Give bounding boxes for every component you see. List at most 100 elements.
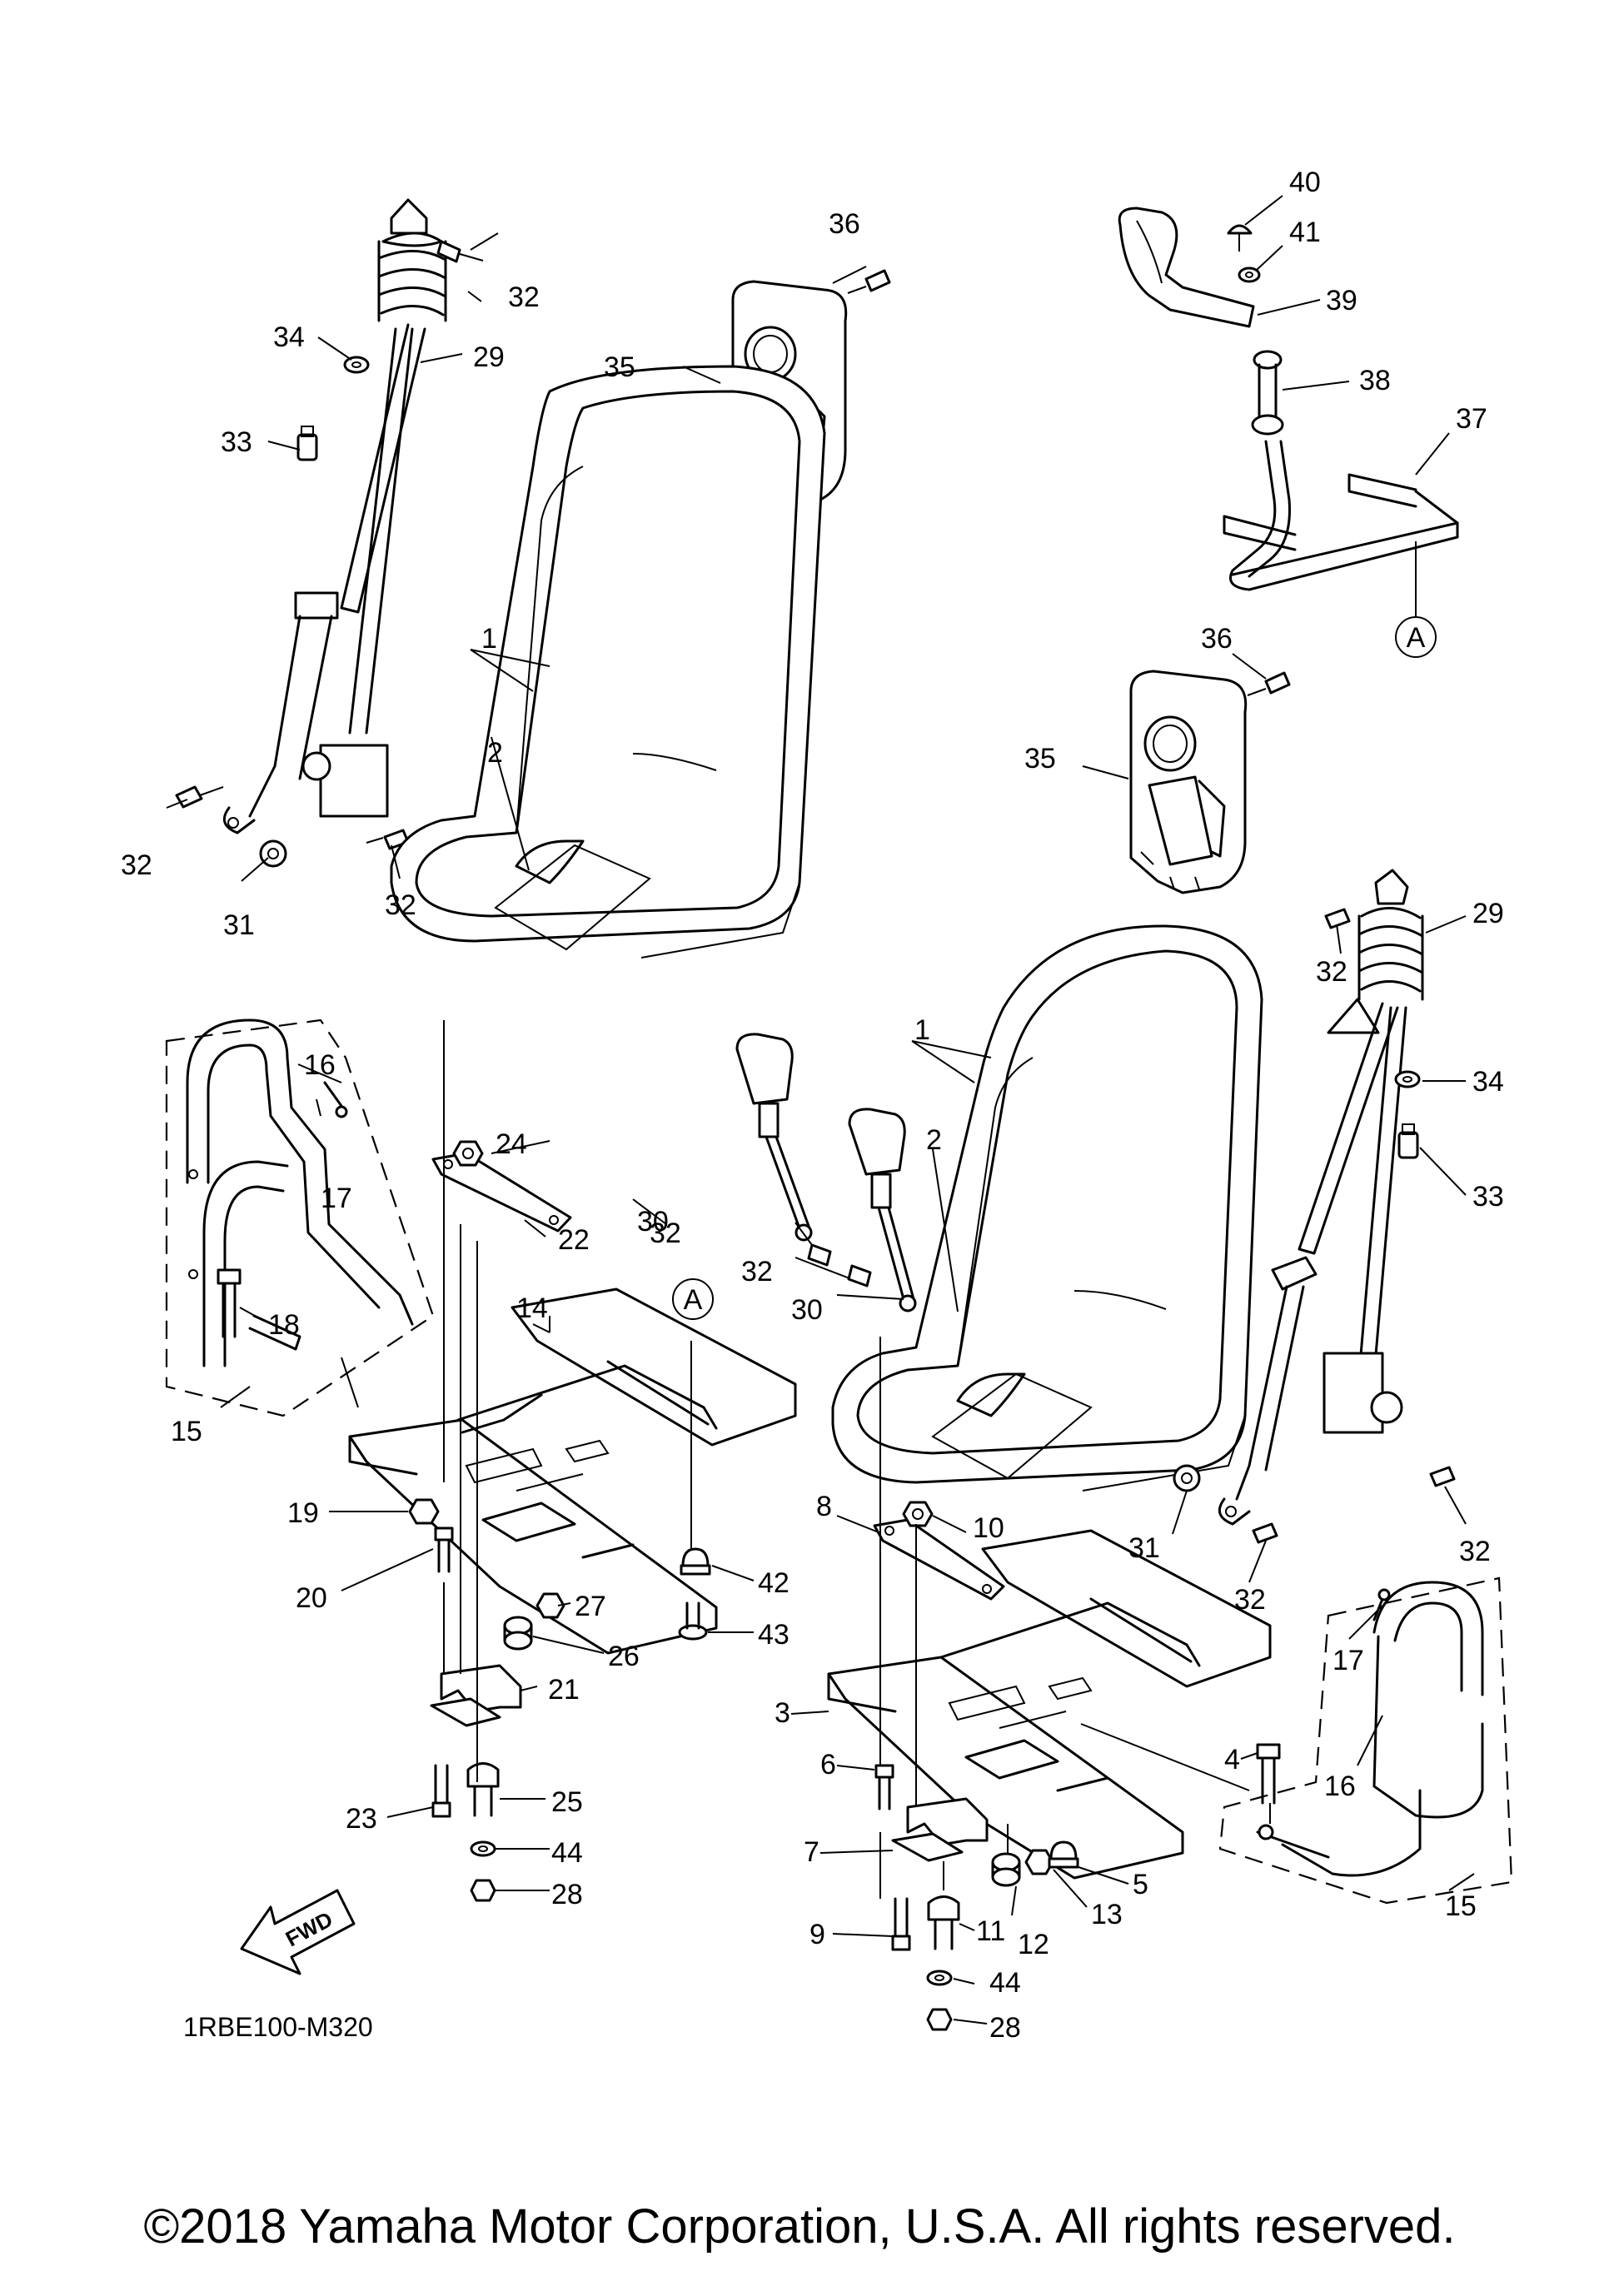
callout: 30 bbox=[637, 1206, 669, 1238]
callout: 28 bbox=[551, 1879, 583, 1910]
callout: 26 bbox=[608, 1641, 640, 1672]
callout: 17 bbox=[1332, 1645, 1364, 1676]
svg-text:A: A bbox=[684, 1284, 703, 1316]
callout: 17 bbox=[321, 1183, 352, 1214]
callout: 32 bbox=[1459, 1536, 1491, 1567]
bolt-23 bbox=[431, 1764, 451, 1818]
callout: 42 bbox=[758, 1567, 790, 1599]
callout: 27 bbox=[575, 1591, 606, 1622]
collar-12 bbox=[991, 1852, 1021, 1887]
callout: 21 bbox=[548, 1674, 580, 1706]
callout: 28 bbox=[989, 2012, 1021, 2044]
ref-marker-a-top: A bbox=[1395, 616, 1437, 658]
callout: 16 bbox=[304, 1049, 336, 1081]
bolt-36-left bbox=[847, 269, 891, 294]
washer-44-right bbox=[926, 1970, 953, 1986]
bolt-43 bbox=[678, 1601, 708, 1641]
callout: 32 bbox=[121, 849, 152, 881]
callout: 38 bbox=[1359, 365, 1391, 396]
stud-11 bbox=[927, 1895, 960, 1950]
bolt-6 bbox=[874, 1764, 894, 1810]
callout: 37 bbox=[1456, 403, 1487, 435]
svg-text:A: A bbox=[1407, 622, 1426, 654]
callout: 34 bbox=[1472, 1066, 1504, 1098]
leader-lines bbox=[166, 195, 1475, 2025]
callout: 40 bbox=[1289, 167, 1321, 198]
callout: 29 bbox=[473, 341, 505, 373]
seat-rail-14-left bbox=[348, 1287, 797, 1655]
nut-19 bbox=[408, 1498, 440, 1525]
washer-44-left bbox=[470, 1840, 496, 1857]
bolt-32-right-side bbox=[1429, 1466, 1456, 1487]
collar-26 bbox=[503, 1616, 533, 1651]
callout: 43 bbox=[758, 1619, 790, 1651]
callout: 25 bbox=[551, 1786, 583, 1818]
headrest-35-right bbox=[1129, 670, 1248, 894]
bracket-39 bbox=[1118, 207, 1255, 328]
plate-8 bbox=[873, 1518, 1005, 1601]
callout: 44 bbox=[551, 1837, 583, 1869]
assembly-lines bbox=[341, 1020, 1271, 1899]
callout: 32 bbox=[650, 1218, 681, 1249]
callout: 22 bbox=[558, 1224, 590, 1256]
callout: 32 bbox=[1234, 1584, 1266, 1616]
bolt-32-buckle-b bbox=[847, 1264, 872, 1287]
bolt-36-right bbox=[1247, 671, 1291, 696]
bolt-32-right-low bbox=[1252, 1522, 1278, 1544]
washer-34-right bbox=[1394, 1070, 1421, 1088]
callout: 32 bbox=[741, 1256, 773, 1287]
callout-labels: 1 2 1 2 3 4 5 6 7 8 9 10 11 12 13 14 15 … bbox=[121, 167, 1504, 2044]
callout: 5 bbox=[1133, 1869, 1148, 1900]
grab-bar-group-left bbox=[165, 1019, 435, 1417]
nut-27 bbox=[535, 1592, 565, 1619]
bolt-33-left bbox=[296, 426, 318, 461]
callout: 6 bbox=[820, 1749, 836, 1781]
bracket-7 bbox=[891, 1797, 989, 1862]
callout: 7 bbox=[804, 1836, 819, 1868]
callout: 15 bbox=[171, 1416, 202, 1447]
bolt-4 bbox=[1256, 1743, 1281, 1805]
callout: 39 bbox=[1326, 285, 1357, 316]
collar-38 bbox=[1251, 350, 1284, 436]
nut-31-left bbox=[259, 839, 287, 868]
callout: 15 bbox=[1445, 1890, 1477, 1922]
callout: 32 bbox=[1316, 956, 1347, 988]
callout: 35 bbox=[604, 351, 635, 383]
callout: 8 bbox=[816, 1491, 832, 1522]
callout: 44 bbox=[989, 1967, 1021, 1999]
callout: 41 bbox=[1289, 217, 1321, 248]
callout: 30 bbox=[791, 1294, 823, 1326]
diagram-code: 1RBE100-M320 bbox=[183, 2012, 373, 2042]
callout: 36 bbox=[829, 208, 860, 240]
seat-rail-3-right bbox=[827, 1529, 1272, 1880]
callout: 36 bbox=[1201, 623, 1233, 655]
callout: 32 bbox=[385, 889, 416, 921]
callout: 11 bbox=[976, 1915, 1005, 1947]
callout: 35 bbox=[1024, 743, 1056, 774]
bracket-21 bbox=[430, 1664, 522, 1727]
callout: 16 bbox=[1324, 1771, 1356, 1802]
bolt-32-left-top bbox=[436, 240, 484, 263]
callout: 31 bbox=[223, 909, 255, 941]
callout: 29 bbox=[1472, 898, 1504, 929]
bolt-32-left-mid bbox=[175, 785, 224, 809]
bolt-32-right-top bbox=[1324, 908, 1351, 929]
bolt-20 bbox=[434, 1527, 454, 1573]
bolt-32-buckle-a bbox=[807, 1243, 832, 1267]
nut-24 bbox=[452, 1140, 484, 1167]
callout: 3 bbox=[775, 1697, 790, 1729]
callout: 19 bbox=[287, 1497, 319, 1529]
callout: 14 bbox=[516, 1292, 548, 1324]
bolt-33-right bbox=[1397, 1123, 1419, 1159]
seat-belt-right bbox=[1218, 869, 1424, 1526]
callout: 2 bbox=[487, 737, 503, 769]
callout: 33 bbox=[1472, 1181, 1504, 1213]
callout: 10 bbox=[973, 1512, 1004, 1544]
buckle-30-left-b bbox=[848, 1108, 917, 1312]
callout: 13 bbox=[1091, 1899, 1123, 1930]
copyright-notice: ©2018 Yamaha Motor Corporation, U.S.A. A… bbox=[143, 2199, 1456, 2254]
callout: 32 bbox=[508, 281, 540, 313]
nut-31-right bbox=[1173, 1464, 1201, 1492]
seat-belt-left bbox=[222, 198, 447, 834]
